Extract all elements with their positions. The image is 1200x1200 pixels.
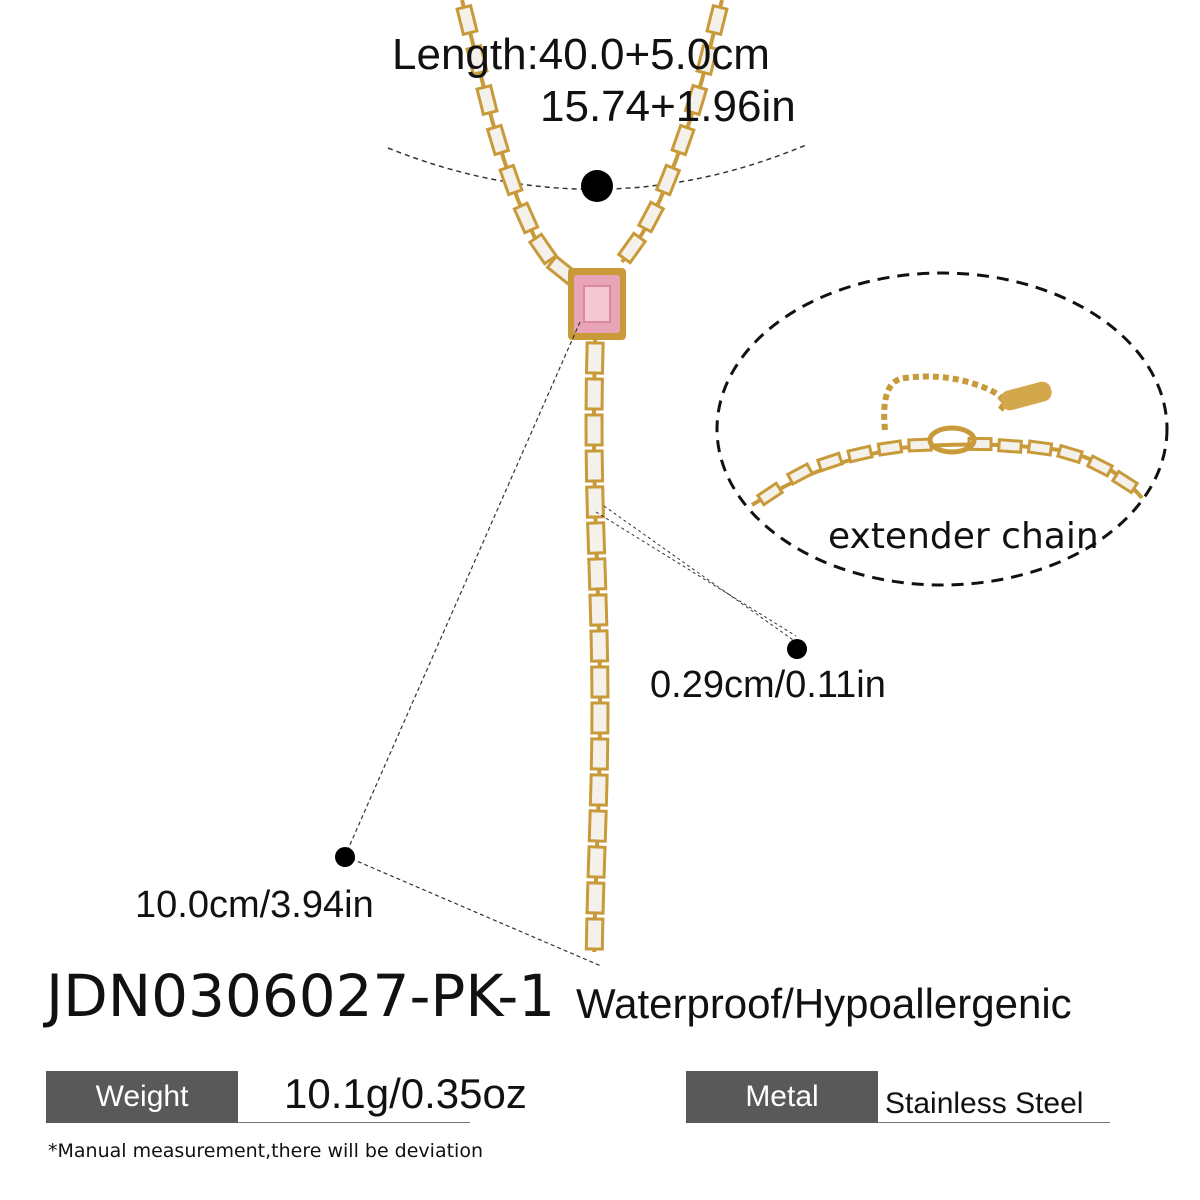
- chain-stone: [846, 444, 874, 464]
- chain-stone: [527, 232, 559, 266]
- product-features: Waterproof/Hypoallergenic: [576, 980, 1072, 1027]
- chain-stone: [590, 665, 610, 699]
- chain-stone: [588, 773, 609, 807]
- left-chain-strand: [455, 0, 579, 286]
- extender-chain-drawing: [750, 373, 1144, 507]
- metal-underline: [878, 1122, 1110, 1123]
- chain-stone: [997, 438, 1023, 454]
- chain-stone: [584, 413, 604, 447]
- chain-stone: [683, 83, 709, 117]
- chain-stone: [586, 845, 607, 879]
- chain-stone: [670, 123, 696, 157]
- length-inch-label: 15.74+1.96in: [540, 82, 796, 131]
- chain-stone: [584, 377, 604, 411]
- weight-value: 10.1g/0.35oz: [284, 1070, 527, 1117]
- chain-stone: [589, 629, 610, 663]
- chain-stone: [585, 485, 606, 519]
- chain-stone: [695, 43, 719, 77]
- chain-stone: [475, 83, 499, 117]
- chain-stone: [815, 451, 845, 473]
- chain-stone: [586, 521, 607, 555]
- chain-stone: [584, 917, 605, 951]
- chain-stone: [590, 701, 610, 735]
- chain-stone: [588, 593, 609, 627]
- chain-stone: [587, 557, 608, 591]
- length-arc: [387, 144, 807, 190]
- length-marker-dot: [581, 170, 613, 202]
- chain-stone: [584, 341, 605, 375]
- chain-stone: [585, 881, 606, 915]
- product-sku: JDN0306027-PK-1: [46, 962, 556, 1030]
- extender-detail-ellipse: [715, 271, 1169, 587]
- drop-chain-strand: [584, 339, 610, 953]
- chain-stone: [512, 201, 540, 235]
- pink-pendant: [568, 268, 626, 340]
- chain-stone: [636, 200, 666, 234]
- chain-stone: [785, 461, 815, 487]
- chain-stone: [455, 3, 479, 37]
- drop-marker-dot: [335, 847, 355, 867]
- chain-stone: [587, 809, 608, 843]
- chain-stone: [465, 43, 489, 77]
- weight-underline: [238, 1122, 470, 1123]
- chain-stone: [498, 163, 524, 197]
- chain-stone: [485, 123, 511, 157]
- chain-stone: [876, 439, 904, 457]
- chain-stone: [654, 163, 682, 197]
- width-marker-dot: [787, 639, 807, 659]
- chain-stone: [1056, 443, 1084, 465]
- chain-stone: [1110, 469, 1140, 495]
- weight-label-box: Weight: [46, 1071, 238, 1123]
- chain-stone: [589, 737, 610, 771]
- chain-stone: [584, 449, 605, 483]
- right-chain-strand: [616, 0, 729, 265]
- weight-label: Weight: [95, 1080, 189, 1113]
- chain-stone: [1026, 439, 1054, 457]
- extender-chain-label: extender chain: [828, 516, 1099, 557]
- length-cm-label: Length:40.0+5.0cm: [392, 30, 770, 79]
- metal-label: Metal: [745, 1080, 819, 1113]
- chain-stone: [705, 3, 729, 37]
- measurement-disclaimer: *Manual measurement,there will be deviat…: [48, 1140, 483, 1162]
- drop-length-label: 10.0cm/3.94in: [135, 884, 374, 926]
- chain-stone: [616, 231, 648, 265]
- chain-stone: [1085, 454, 1115, 478]
- chain-stone: [755, 481, 785, 507]
- metal-label-box: Metal: [686, 1071, 878, 1123]
- metal-value: Stainless Steel: [885, 1087, 1084, 1120]
- width-label: 0.29cm/0.11in: [650, 664, 886, 706]
